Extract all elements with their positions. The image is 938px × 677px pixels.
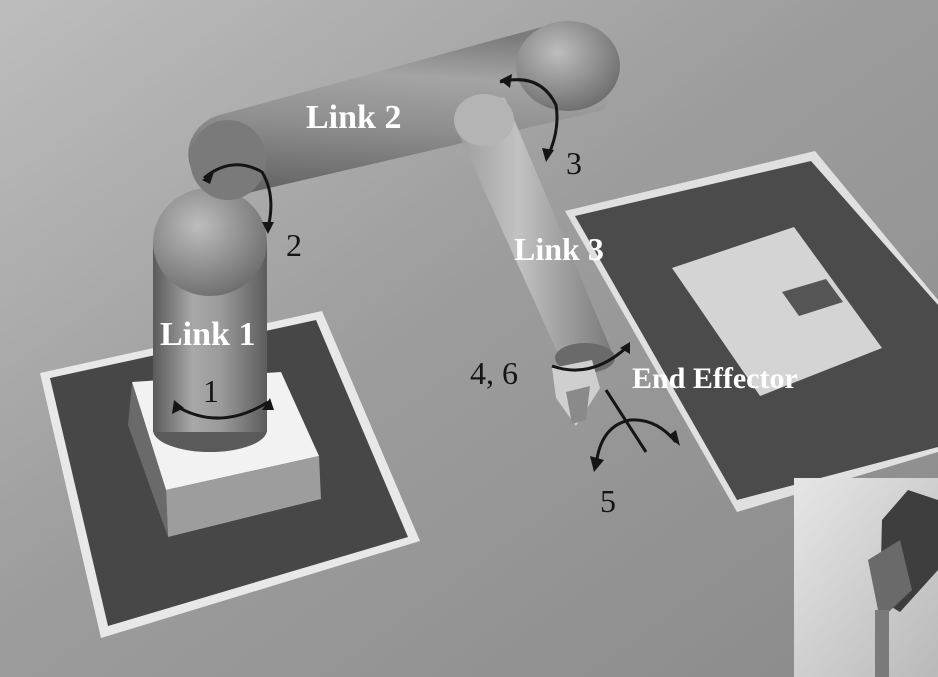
joint-3-label: 3 (566, 145, 582, 181)
joint-1-label: 1 (203, 373, 219, 409)
joint-5-arrow (590, 389, 680, 472)
joint-2-arrow (202, 163, 274, 234)
end-effector-gripper (552, 360, 600, 426)
link-3-label: Link 3 (514, 231, 604, 267)
joint-5-label: 5 (600, 483, 616, 519)
link-1-label: Link 1 (160, 316, 255, 353)
end-effector-label: End Effector (632, 362, 798, 395)
joint-46-arrow (551, 342, 630, 372)
inset-view (794, 478, 938, 677)
link-1-cylinder (153, 188, 267, 452)
target-pad (565, 151, 938, 512)
joint-2-label: 2 (286, 227, 302, 263)
joint-1-arrow (172, 398, 274, 420)
joint-46-label: 4, 6 (470, 355, 518, 391)
link-2-label: Link 2 (306, 99, 401, 136)
joint-3-arrow (499, 74, 559, 162)
